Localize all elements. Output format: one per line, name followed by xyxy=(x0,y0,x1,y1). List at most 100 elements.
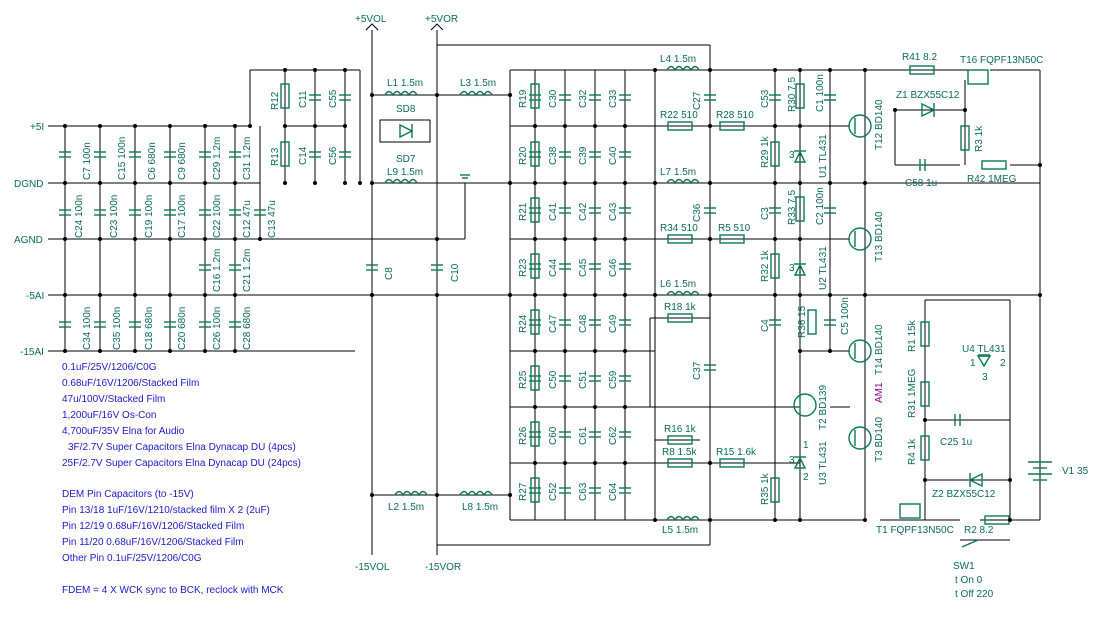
junction-dots xyxy=(63,68,1042,522)
resistor-R33 xyxy=(795,196,805,222)
label-C35: C35 100n xyxy=(112,307,123,350)
label-L7: L7 1.5m xyxy=(660,167,696,178)
label-T3: T3 BD140 xyxy=(874,417,885,462)
label-R29: R29 1k xyxy=(760,135,771,168)
net-label-dgnd: DGND xyxy=(14,179,43,190)
label-L2: L2 1.5m xyxy=(388,502,424,513)
net-label-m15vor: -15VOR xyxy=(425,562,461,573)
label-C1: C1 100n xyxy=(815,74,826,112)
label-C14: C14 xyxy=(298,146,309,165)
label-C17: C17 100n xyxy=(177,195,188,238)
note-line-9: Pin 13/18 1uF/16V/1210/stacked film X 2 … xyxy=(62,505,270,516)
label-L4: L4 1.5m xyxy=(660,54,696,65)
label-R31: R31 1MEG xyxy=(907,368,918,418)
label-C19: C19 100n xyxy=(144,195,155,238)
label-C11: C11 xyxy=(298,90,309,108)
label-R24: R24 xyxy=(518,314,529,333)
resistor-R42 xyxy=(981,160,1007,170)
resistor-R18 xyxy=(667,313,693,323)
label-C5: C5 100n xyxy=(840,297,851,335)
label-R12: R12 xyxy=(270,91,281,110)
label-R41: R41 8.2 xyxy=(902,52,937,63)
label-C44: C44 xyxy=(548,258,559,277)
label-C16: C16 1.2m xyxy=(212,249,223,292)
label-C28: C28 680n xyxy=(242,307,253,350)
label-C27: C27 xyxy=(692,91,703,110)
resistor-R12 xyxy=(280,83,290,109)
label-C63: C63 xyxy=(578,482,589,501)
label-C50: C50 xyxy=(548,370,559,389)
resistor-R5 xyxy=(719,234,745,244)
label-L8: L8 1.5m xyxy=(462,502,498,513)
label-R23: R23 xyxy=(518,258,529,277)
label-C43: C43 xyxy=(608,202,619,221)
zener-Z2 xyxy=(968,472,983,488)
label-U4: U4 TL431 xyxy=(962,344,1006,355)
net-label-p5vor: +5VOR xyxy=(425,14,458,25)
label-U2: U2 TL431 xyxy=(818,246,829,290)
label-U1: U1 TL431 xyxy=(818,134,829,178)
label-SW1: SW1 xyxy=(953,561,975,572)
label-C53: C53 xyxy=(760,89,771,108)
label-C59: C59 xyxy=(608,370,619,389)
pin-label-u3-3: 3 xyxy=(789,455,795,466)
cap-bank-top xyxy=(59,126,241,183)
label-R16: R16 1k xyxy=(664,424,697,435)
label-C55: C55 xyxy=(328,89,339,108)
label-C20: C20 680n xyxy=(177,307,188,350)
resistor-R8 xyxy=(667,458,693,468)
inductor-L8 xyxy=(459,490,493,497)
label-C51: C51 xyxy=(578,370,589,389)
label-C30: C30 xyxy=(548,89,559,108)
zener-Z1 xyxy=(921,102,936,118)
label-R35: R35 1k xyxy=(760,472,771,505)
label-C41: C41 xyxy=(548,202,559,221)
resistor-R3 xyxy=(960,125,970,151)
caps-c11-c56 xyxy=(309,94,351,158)
label-C52: C52 xyxy=(548,482,559,501)
label-R5: R5 510 xyxy=(718,223,751,234)
label-C15: C15 100n xyxy=(117,137,128,180)
resistor-R1 xyxy=(920,321,930,347)
charger-wires xyxy=(865,69,1041,541)
note-line-1: 0.1uF/25V/1206/C0G xyxy=(62,362,157,373)
note-line-6: 3F/2.7V Super Capacitors Elna Dynacap DU… xyxy=(68,442,296,453)
label-C26: C26 100n xyxy=(212,307,223,350)
note-line-11: Pin 11/20 0.68uF/16V/1206/Stacked Film xyxy=(62,537,244,548)
label-C45: C45 xyxy=(578,258,589,277)
label-C22: C22 100n xyxy=(212,195,223,238)
shunt-regulator-U4 xyxy=(976,355,992,368)
label-C3: C3 xyxy=(760,207,771,220)
resistor-R36 xyxy=(807,309,817,335)
label-R34: R34 510 xyxy=(660,223,698,234)
label-R42: R42 1MEG xyxy=(967,174,1017,185)
label-C7: C7 100n xyxy=(82,142,93,180)
resistor-R22 xyxy=(667,121,693,131)
resistor-R30 xyxy=(795,83,805,109)
label-R27: R27 xyxy=(518,482,529,501)
resistor-R4 xyxy=(920,435,930,461)
net-label-p5vol: +5VOL xyxy=(355,14,387,25)
resistor-R31 xyxy=(920,381,930,407)
label-C23: C23 100n xyxy=(109,195,120,238)
label-C46: C46 xyxy=(608,258,619,277)
pin-label-u2-3: 3 xyxy=(789,263,795,274)
label-C4: C4 xyxy=(760,319,771,332)
net-label-p5i: +5I xyxy=(30,122,44,133)
label-R3: R3 1k xyxy=(974,125,985,152)
label-C40: C40 xyxy=(608,146,619,165)
label-C64: C64 xyxy=(608,482,619,501)
transistor-T14 xyxy=(848,339,872,363)
label-SD8: SD8 xyxy=(396,104,416,115)
note-line-4: 1,200uF/16V Os-Con xyxy=(62,410,157,421)
resistor-R29 xyxy=(770,141,780,167)
shunt-regulator-U3 xyxy=(793,456,807,469)
label-C29: C29 1.2m xyxy=(212,137,223,180)
label-U3: U3 TL431 xyxy=(818,441,829,485)
label-T14: T14 BD140 xyxy=(874,324,885,375)
label-R28: R28 510 xyxy=(716,110,754,121)
label-R19: R19 xyxy=(518,89,529,108)
resistor-R41 xyxy=(909,65,935,75)
label-R26: R26 xyxy=(518,426,529,445)
